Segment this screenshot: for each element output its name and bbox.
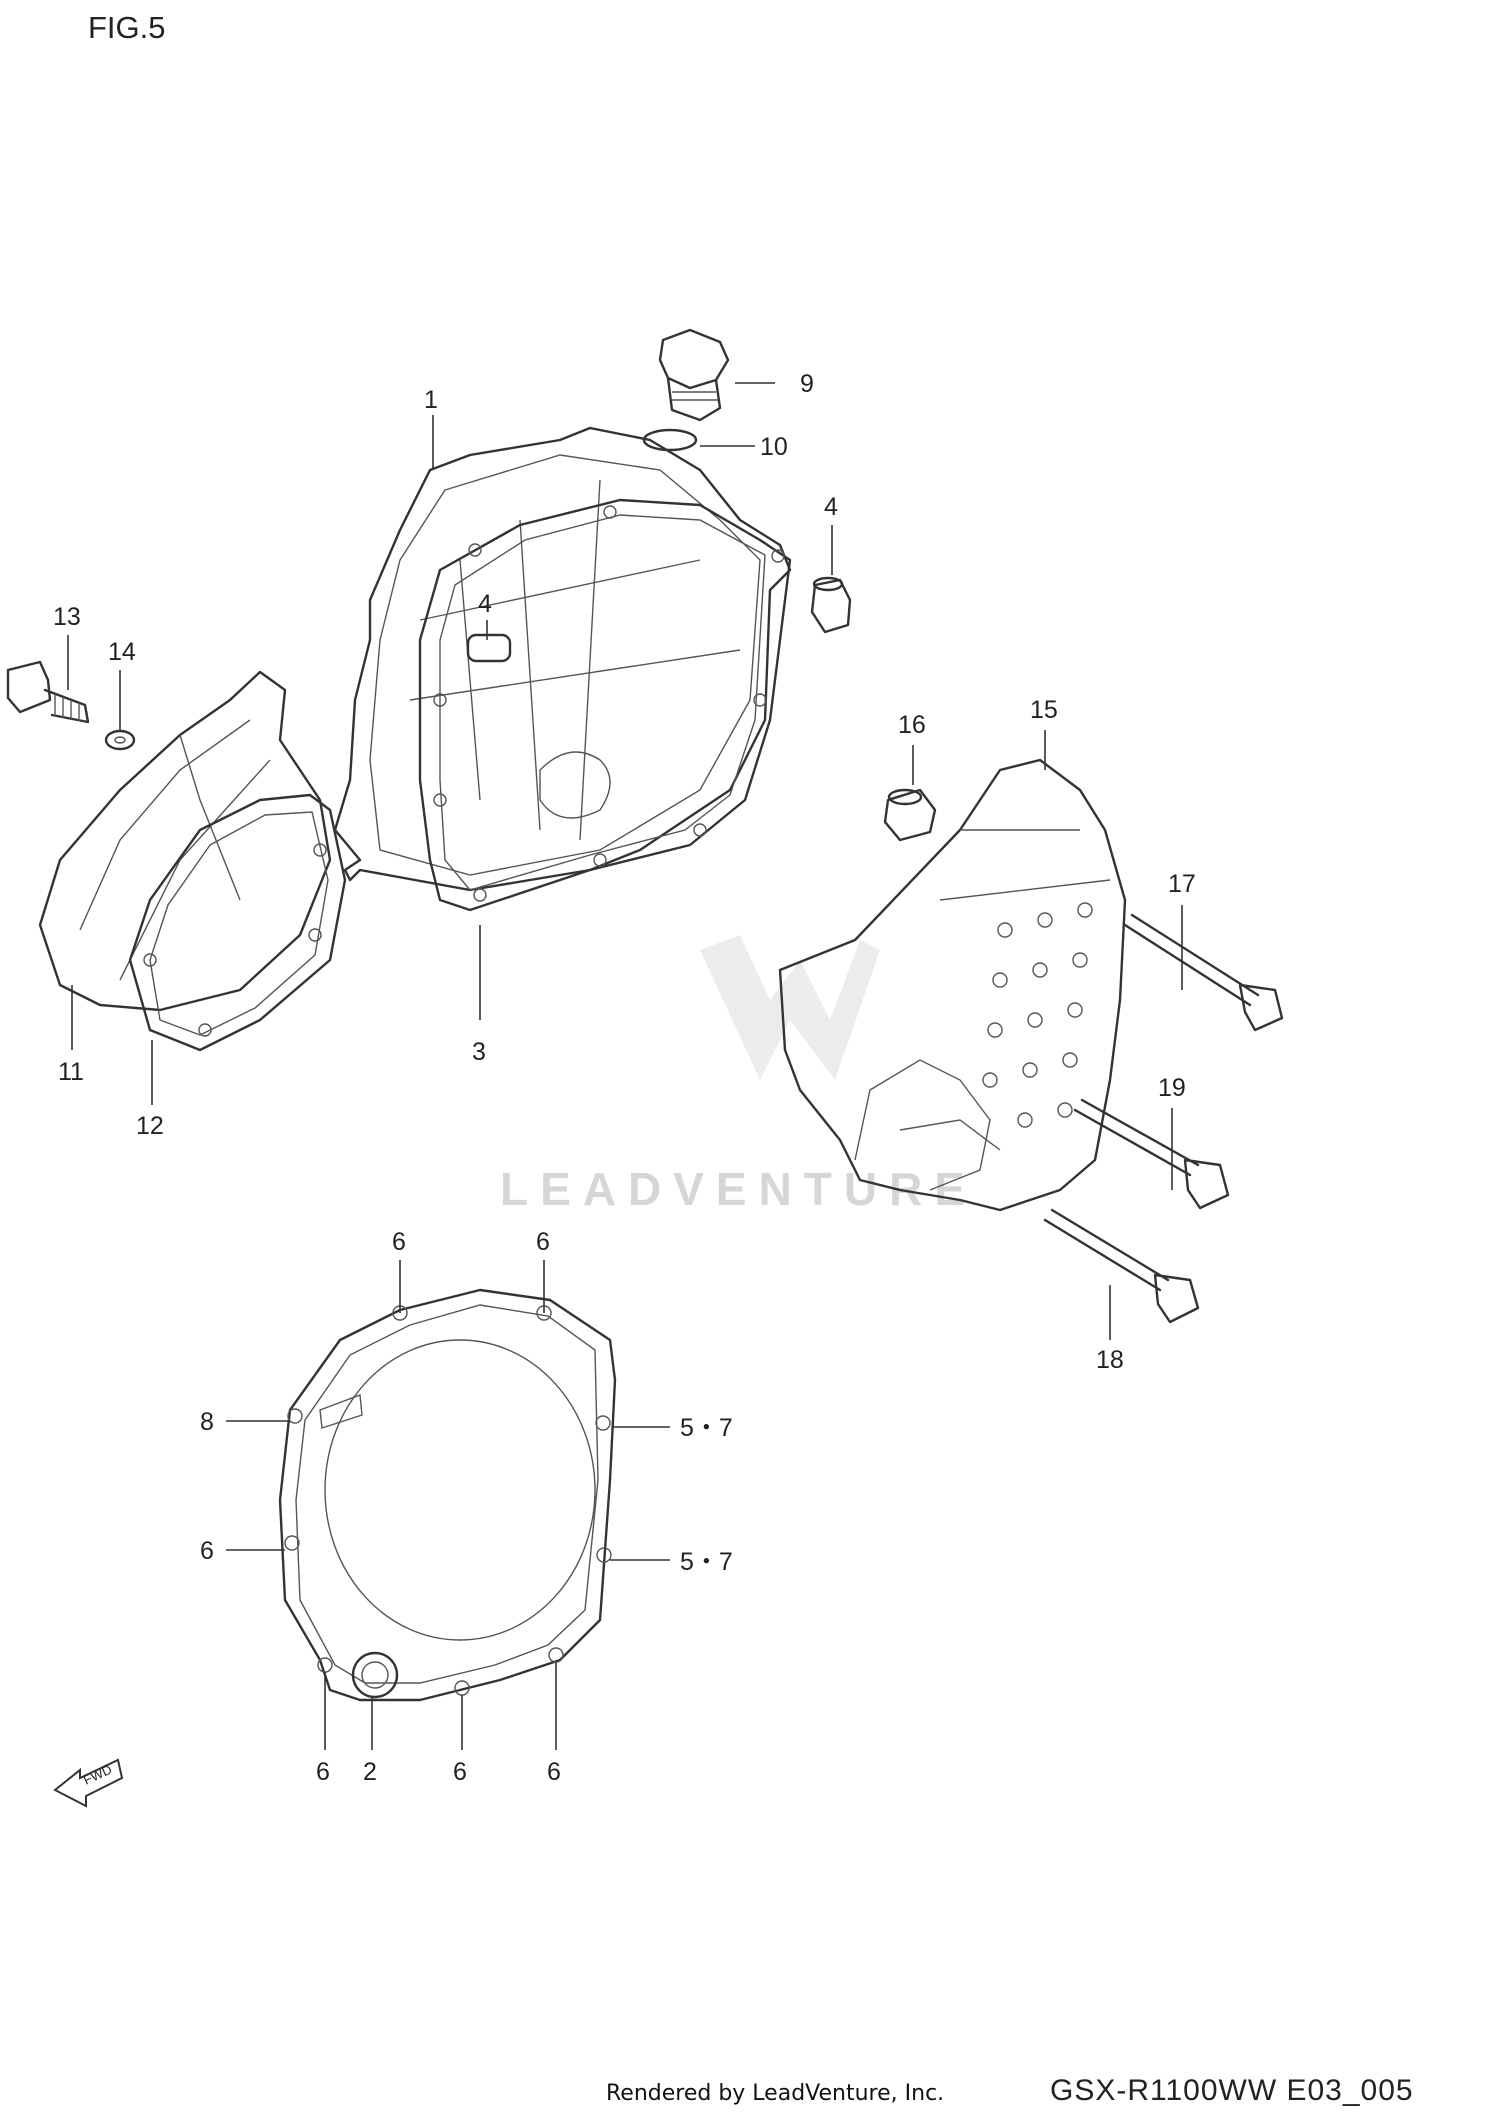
callout-3: 3 [472,1038,486,1066]
figure-title: FIG.5 [88,10,166,45]
guard-15 [778,758,1127,1212]
callout-4-inner: 4 [478,590,492,618]
watermark-text: LEADVENTURE [500,1163,977,1215]
callout-12: 12 [136,1112,164,1140]
dowel-pin-inner [466,633,512,663]
gasket-12 [128,793,347,1052]
o-ring [642,428,698,452]
callout-5-7-upper: 5・7 [680,1414,733,1442]
callout-17: 17 [1168,870,1196,898]
dowel-pin [810,576,852,634]
callout-18: 18 [1096,1346,1124,1374]
bolt-13 [6,660,90,724]
oil-filler-plug [658,328,730,422]
washer-14 [104,729,136,751]
callout-15: 15 [1030,696,1058,724]
watermark: LEADVENTURE [500,935,977,1215]
bolt-19 [1073,1098,1230,1210]
callout-6-left: 6 [200,1537,214,1565]
callout-1: 1 [424,386,438,414]
callout-14: 14 [108,638,136,666]
callout-9: 9 [800,370,814,398]
callout-6-bottom-mid: 6 [453,1758,467,1786]
callout-8: 8 [200,1408,214,1436]
cover-11 [38,670,332,1012]
clutch-cover-gasket-lower [278,1288,617,1702]
footer-rendered-by: Rendered by LeadVenture, Inc. [606,2081,944,2106]
callouts: 1 4 3 9 10 4 13 14 11 12 16 15 17 19 18 … [53,370,1196,1786]
clutch-cover-outer [333,426,792,892]
callout-6-top-right: 6 [536,1228,550,1256]
callout-6-top-left: 6 [392,1228,406,1256]
callout-2: 2 [363,1758,377,1786]
clutch-cover-gasket [418,498,792,912]
callout-11: 11 [58,1058,84,1086]
callout-5-7-lower: 5・7 [680,1548,733,1576]
callout-16: 16 [898,711,926,739]
fwd-arrow-icon: FWD [53,1758,124,1808]
callout-4: 4 [824,493,838,521]
dowel-pin-16 [883,788,937,842]
callout-13: 13 [53,603,81,631]
callout-19: 19 [1158,1074,1186,1102]
callout-6-bottom-right: 6 [547,1758,561,1786]
callout-6-bottom-left: 6 [316,1758,330,1786]
bolt-18 [1043,1208,1200,1324]
leader-lines [67,382,1183,1750]
bolt-17 [1123,913,1284,1032]
callout-10: 10 [760,433,788,461]
footer-model-code: GSX-R1100WW E03_005 [1050,2074,1414,2107]
